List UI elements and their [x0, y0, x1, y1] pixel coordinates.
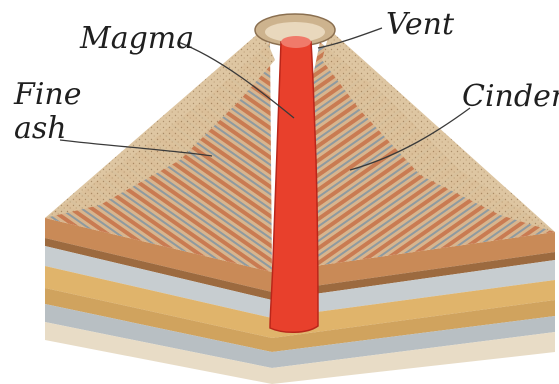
fine-ash-label-line2: ash	[14, 111, 67, 146]
vent-label: Vent	[386, 7, 455, 42]
vent-top	[281, 36, 311, 48]
cinder-label: Cinder	[462, 79, 559, 114]
magma-conduit	[270, 42, 318, 332]
magma-label: Magma	[79, 21, 194, 56]
fine-ash-label-line1: Fine	[13, 77, 82, 112]
